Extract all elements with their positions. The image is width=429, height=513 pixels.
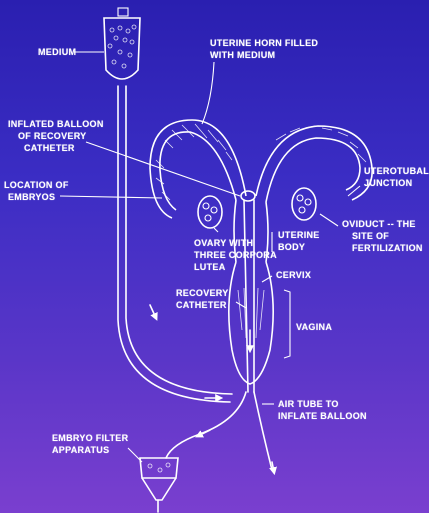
- embryo-filter: [139, 457, 179, 513]
- label-ovary-1: OVARY WITH: [194, 238, 254, 248]
- label-uterotubal-1: UTEROTUBAL: [364, 166, 429, 176]
- label-ovary-2: THREE CORPORA: [194, 250, 277, 260]
- ovary-left: [197, 195, 223, 229]
- label-oviduct-1: OVIDUCT -- THE: [342, 219, 416, 229]
- leader-lines: [59, 51, 361, 463]
- label-filter-1: EMBRYO FILTER: [52, 433, 129, 443]
- label-oviduct-3: FERTILIZATION: [352, 243, 423, 253]
- label-medium: MEDIUM: [38, 47, 77, 57]
- recovery-catheter: [240, 190, 256, 393]
- label-body-2: BODY: [278, 242, 306, 252]
- label-balloon-2: OF RECOVERY: [18, 131, 87, 141]
- label-filter-2: APPARATUS: [52, 445, 110, 455]
- label-embryos-2: EMBRYOS: [8, 192, 56, 202]
- label-uterotubal-2: JUNCTION: [364, 178, 413, 188]
- label-catheter-2: CATHETER: [176, 300, 227, 310]
- label-airtube-1: AIR TUBE TO: [278, 399, 339, 409]
- label-balloon-3: CATHETER: [24, 143, 75, 153]
- uterus: [149, 119, 373, 385]
- label-ovary-3: LUTEA: [194, 262, 226, 272]
- label-embryos-1: LOCATION OF: [4, 180, 69, 190]
- medium-bag: [103, 7, 141, 80]
- label-body-1: UTERINE: [278, 230, 320, 240]
- label-oviduct-2: SITE OF: [352, 231, 390, 241]
- label-uterine-horn-1: UTERINE HORN FILLED: [210, 38, 319, 48]
- label-catheter-1: RECOVERY: [176, 288, 229, 298]
- label-balloon-1: INFLATED BALLOON: [8, 119, 104, 129]
- medium-tube: [117, 85, 233, 403]
- label-uterine-horn-2: WITH MEDIUM: [210, 50, 276, 60]
- ovary-right: [291, 187, 317, 221]
- label-airtube-2: INFLATE BALLOON: [278, 411, 367, 421]
- outflow-tubes: [165, 391, 277, 476]
- label-cervix: CERVIX: [276, 270, 312, 280]
- label-vagina: VAGINA: [296, 322, 333, 332]
